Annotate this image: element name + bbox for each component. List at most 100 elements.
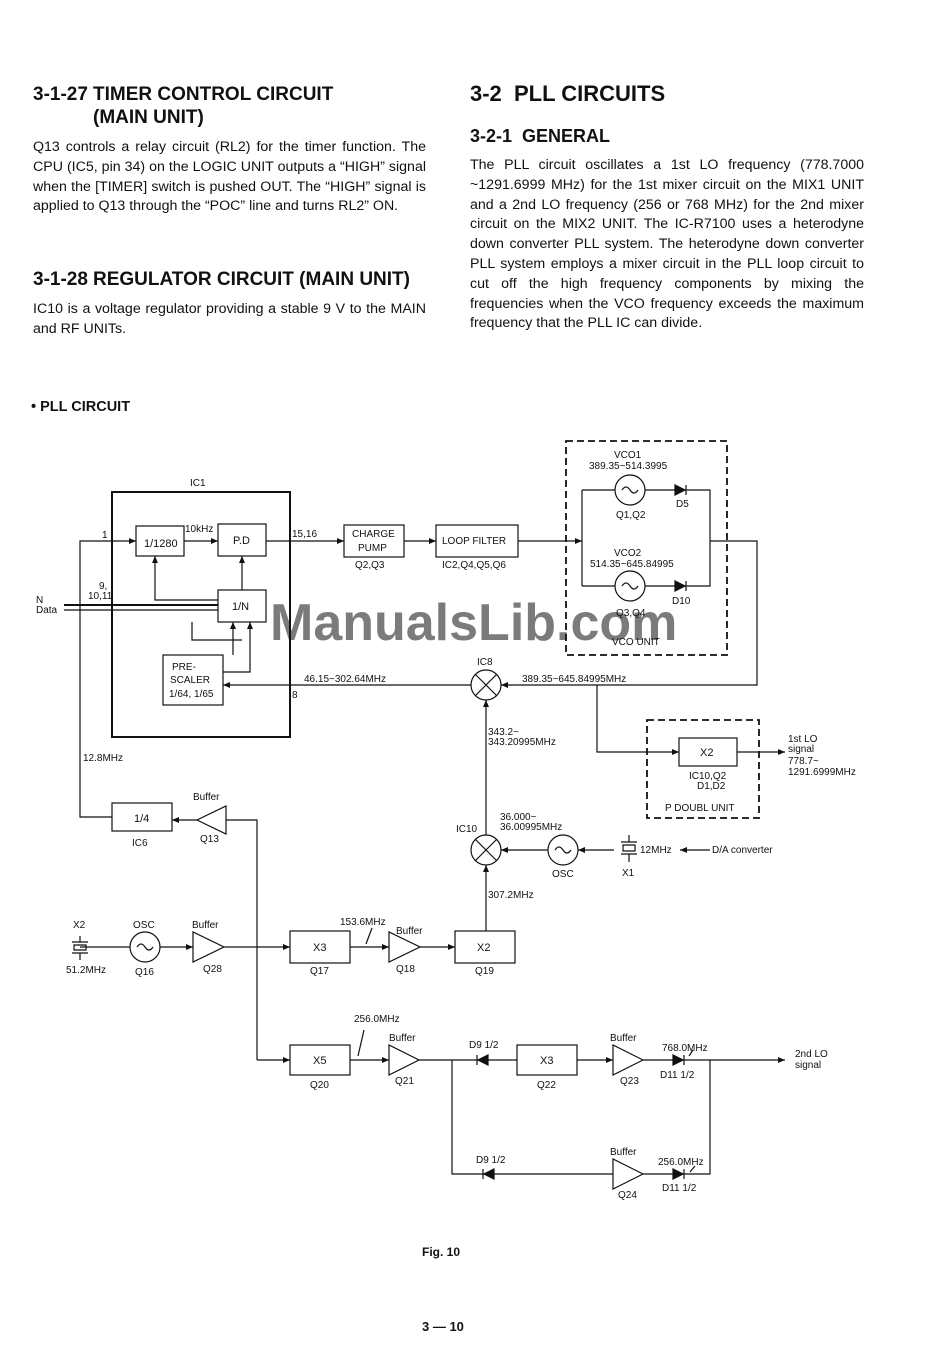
- d11-lower-label: D11 1/2: [662, 1183, 697, 1194]
- buffer-q24: [612, 1158, 645, 1190]
- vco1-freq-label: 389.35~514.3995: [589, 461, 668, 472]
- q18-label: Q18: [396, 964, 415, 975]
- regulator-body: IC10 is a voltage regulator providing a …: [33, 301, 426, 337]
- q28-label: Q28: [203, 964, 222, 975]
- vco2-label: VCO2: [614, 548, 642, 559]
- f2560-label: 256.0MHz: [354, 1014, 400, 1025]
- d9-lower-label: D9 1/2: [476, 1155, 506, 1166]
- ic6-label: IC6: [132, 838, 148, 849]
- buffer-q13-label: Buffer: [193, 792, 220, 803]
- q16-label: Q16: [135, 967, 154, 978]
- buffer-q21: [388, 1044, 421, 1076]
- q17-label: Q17: [310, 966, 329, 977]
- diagram-heading: • PLL CIRCUIT: [31, 399, 131, 415]
- f768-label: 768.0MHz: [662, 1043, 708, 1054]
- buffer-q18-label: Buffer: [396, 926, 423, 937]
- n-data-label-1: N: [36, 595, 43, 606]
- n-data-label-2: Data: [36, 605, 58, 616]
- lo1-label-2: signal: [788, 744, 814, 755]
- prescaler-label-1: PRE-: [172, 662, 196, 673]
- buffer-q28-label: Buffer: [192, 920, 219, 931]
- pin1516-label: 15,16: [292, 529, 317, 540]
- q23-label: Q23: [620, 1076, 639, 1087]
- d5-label: D5: [676, 499, 689, 510]
- div4-label: 1/4: [134, 813, 149, 825]
- ic1-box: [111, 491, 291, 738]
- lo1-label-3: 778.7~: [788, 756, 819, 767]
- x3-q22-label: X3: [540, 1055, 553, 1067]
- lo1-label-4: 1291.6999MHz: [788, 767, 856, 778]
- buffer-q28: [192, 931, 226, 963]
- q19-label: Q19: [475, 966, 494, 977]
- loop-filter-q-label: IC2,Q4,Q5,Q6: [442, 560, 506, 571]
- p-doubl-unit-label: P DOUBL UNIT: [665, 803, 734, 814]
- doubler-q-label: IC10,Q2: [689, 771, 727, 782]
- prescaler-label-2: SCALER: [170, 675, 210, 686]
- f512-label: 51.2MHz: [66, 965, 106, 976]
- x2-q19-label: X2: [477, 942, 490, 954]
- x2-doubler-label: X2: [700, 747, 713, 759]
- x3-q17-label: X3: [313, 942, 326, 954]
- loop-filter-label: LOOP FILTER: [442, 536, 506, 547]
- q13-label: Q13: [200, 834, 219, 845]
- div1280-label: 1/1280: [144, 538, 178, 550]
- ic8-lo-freq-label-1: 343.2~: [488, 727, 519, 738]
- prescaler-label-3: 1/64, 1/65: [169, 689, 214, 700]
- q24-label: Q24: [618, 1190, 637, 1201]
- pin1-label: 1: [102, 530, 108, 541]
- f1536-label: 153.6MHz: [340, 917, 386, 928]
- p-doubl-unit-box: [646, 719, 760, 819]
- buffer-q23-label: Buffer: [610, 1033, 637, 1044]
- pll-general-body: The PLL circuit oscillates a 1st LO freq…: [470, 157, 864, 332]
- ic8-label: IC8: [477, 657, 493, 668]
- d9-upper-label: D9 1/2: [469, 1040, 499, 1051]
- q22-label: Q22: [537, 1080, 556, 1091]
- lo2-label-1: 2nd LO: [795, 1049, 828, 1060]
- f36-label-1: 36.000~: [500, 812, 537, 823]
- vco-unit-box: [565, 440, 728, 656]
- page-number: 3 — 10: [422, 1319, 464, 1334]
- q21-label: Q21: [395, 1076, 414, 1087]
- d11-upper-label: D11 1/2: [660, 1070, 695, 1081]
- lo2-label-2: signal: [795, 1060, 821, 1071]
- ic1-label: IC1: [190, 478, 206, 489]
- f3072-label: 307.2MHz: [488, 890, 534, 901]
- pin10-label: 10,11: [88, 591, 113, 602]
- vco2-freq-label: 514.35~645.84995: [590, 559, 674, 570]
- da-converter-label: D/A converter: [712, 845, 773, 856]
- watermark: ManualsLib.com: [270, 594, 677, 652]
- q3q4-label: Q3,Q4: [616, 608, 646, 619]
- f36-label-2: 36.00995MHz: [500, 822, 562, 833]
- d10-label: D10: [672, 596, 691, 607]
- crystal-x1: [621, 835, 637, 862]
- f256b-label: 256.0MHz: [658, 1157, 704, 1168]
- charge-pump-q-label: Q2,Q3: [355, 560, 385, 571]
- crystal-x2: [72, 936, 88, 960]
- pd-label: P.D: [233, 535, 250, 547]
- lo1-label-1: 1st LO: [788, 734, 818, 745]
- osc-label: OSC: [552, 869, 574, 880]
- x1-label: X1: [622, 868, 635, 879]
- pin8-label: 8: [292, 690, 298, 701]
- figure-caption: Fig. 10: [422, 1245, 460, 1259]
- x5-label: X5: [313, 1055, 326, 1067]
- vco1-label: VCO1: [614, 450, 642, 461]
- ic10-label: IC10: [456, 824, 478, 835]
- ic8-lo-freq-label-2: 343.20995MHz: [488, 737, 556, 748]
- charge-pump-label-2: PUMP: [358, 543, 387, 554]
- f128-label: 12.8MHz: [83, 753, 123, 764]
- f12mhz-label: 12MHz: [640, 845, 672, 856]
- buffer-q24-label: Buffer: [610, 1147, 637, 1158]
- q1q2-label: Q1,Q2: [616, 510, 646, 521]
- f10khz-label: 10kHz: [185, 524, 213, 535]
- q20-label: Q20: [310, 1080, 329, 1091]
- prescaler-block: [162, 654, 224, 706]
